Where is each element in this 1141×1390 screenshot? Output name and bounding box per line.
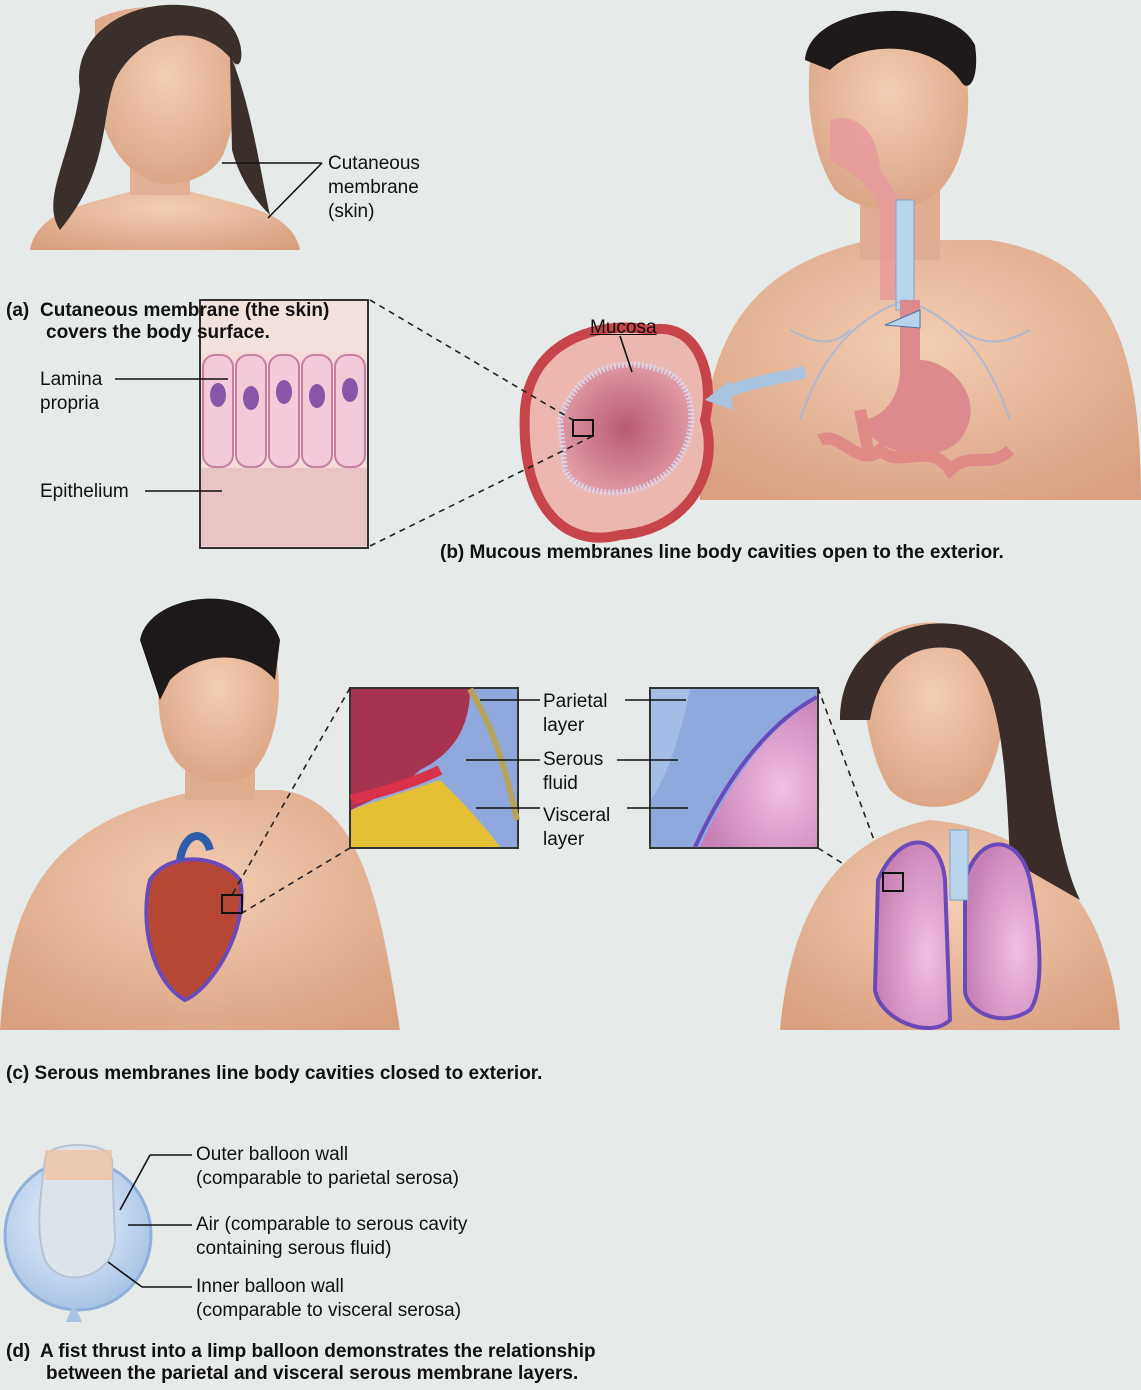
caption-a: (a)Cutaneous membrane (the skin) covers … — [6, 300, 329, 344]
epithelium-label: Epithelium — [40, 480, 129, 504]
mucosa-label: Mucosa — [590, 316, 657, 340]
caption-c: (c) Serous membranes line body cavities … — [6, 1063, 542, 1085]
woman-bust-a — [30, 5, 300, 250]
woman-bust-c — [780, 623, 1120, 1031]
lamina-propria-label: Lamina propria — [40, 368, 102, 416]
parietal-layer-label: Parietal layer — [543, 690, 607, 738]
outer-balloon-wall-label: Outer balloon wall (comparable to pariet… — [196, 1143, 459, 1191]
serous-fluid-label: Serous fluid — [543, 748, 603, 796]
inner-balloon-wall-label: Inner balloon wall (comparable to viscer… — [196, 1275, 461, 1323]
man-torso-b — [700, 11, 1141, 500]
man-bust-c — [0, 599, 400, 1030]
fist-balloon — [5, 1145, 151, 1322]
caption-d: (d)A fist thrust into a limp balloon dem… — [6, 1341, 596, 1385]
cutaneous-label: Cutaneous membrane (skin) — [328, 152, 420, 224]
air-label: Air (comparable to serous cavity contain… — [196, 1213, 467, 1261]
mucosa-cross-section — [525, 328, 709, 538]
caption-b: (b) Mucous membranes line body cavities … — [440, 542, 1004, 564]
serous-inset-lung — [650, 688, 818, 848]
visceral-layer-label: Visceral layer — [543, 804, 610, 852]
serous-inset-heart — [350, 688, 518, 848]
